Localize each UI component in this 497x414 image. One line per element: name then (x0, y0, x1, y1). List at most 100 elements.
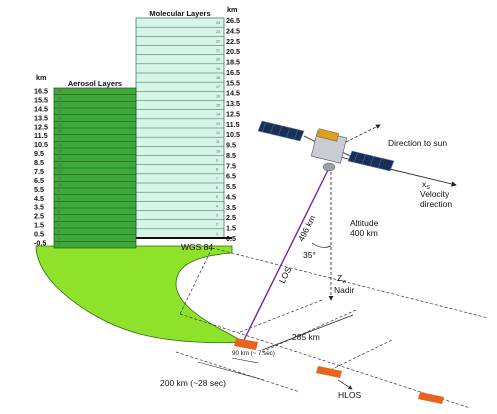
left-altitude-tick: 13.5 (34, 113, 48, 122)
aerosol-layer-number: 5 (58, 216, 60, 220)
molecular-layer-number: 21 (216, 48, 220, 52)
molecular-layer-number: 6 (216, 186, 218, 190)
altitude-label-line1: Altitude (350, 218, 379, 228)
aerosol-layer-number: 8 (58, 196, 60, 200)
satellite-icon (257, 120, 395, 172)
aerosol-layer-boundaries (54, 94, 136, 242)
right-altitude-tick: 20.5 (226, 47, 240, 56)
left-axis-km-unit: km (36, 73, 46, 82)
aerosol-layer-number: 17 (58, 136, 62, 140)
molecular-layer-number: 11 (216, 140, 220, 144)
molecular-layer-number: 15 (216, 103, 220, 107)
repeat-distance-label: 200 km (~28 sec) (160, 378, 226, 388)
aerosol-layers-heading: Aerosol Layers (68, 79, 122, 88)
left-altitude-tick: 12.5 (34, 122, 48, 131)
nadir-label: Nadir (334, 285, 354, 295)
molecular-layer-number: 4 (216, 204, 218, 208)
right-altitude-tick: 3.5 (226, 203, 236, 212)
direction-to-sun-arrow (345, 124, 381, 143)
velocity-axis-label: xS (422, 179, 430, 191)
right-altitude-tick: 1.5 (226, 224, 236, 233)
left-altitude-tick: 3.5 (34, 203, 44, 212)
wgs84-label: WGS 84 (181, 242, 213, 252)
left-altitude-tick: 10.5 (34, 140, 48, 149)
molecular-layer-number: 2 (216, 223, 218, 227)
molecular-layer-number: 7 (216, 177, 218, 181)
molecular-layer-number: 18 (216, 76, 220, 80)
left-altitude-scale: 16.515.514.513.512.511.510.59.58.57.56.5… (34, 87, 48, 248)
right-altitude-scale: 26.524.522.520.518.516.515.514.513.512.5… (226, 16, 240, 243)
measurement-length-dimension (231, 357, 259, 364)
aerosol-layer-number: 7 (58, 203, 60, 207)
aerosol-layer-number: 15 (58, 150, 62, 154)
left-altitude-tick: 15.5 (34, 95, 48, 104)
aerosol-layer-number: 24 (58, 90, 62, 94)
right-altitude-tick: 9.5 (226, 141, 236, 150)
left-altitude-tick: 16.5 (34, 87, 48, 96)
molecular-layer-number: 20 (216, 58, 220, 62)
hlos-arrow (337, 379, 353, 390)
molecular-layer-number: 9 (216, 158, 218, 162)
ground-offset-dimension (261, 314, 354, 351)
aerosol-layer-number: 11 (58, 176, 62, 180)
measurement-footprint-1 (234, 338, 258, 350)
left-altitude-tick: 0.5 (34, 230, 44, 239)
ground-offset-label: 285 km (292, 332, 320, 342)
molecular-layer-number: 23 (216, 30, 220, 34)
left-altitude-tick: 14.5 (34, 104, 48, 113)
aerosol-layer-number: 3 (58, 230, 60, 234)
right-altitude-tick: 22.5 (226, 37, 240, 46)
aerosol-layer-number: 12 (58, 170, 62, 174)
ground-plane-grid (175, 247, 489, 409)
angle-label: 35° (303, 250, 316, 260)
right-altitude-tick: 5.5 (226, 182, 236, 191)
aerosol-layer-number: 19 (58, 123, 62, 127)
direction-to-sun-label: Direction to sun (388, 138, 447, 148)
left-altitude-tick: -0.5 (34, 239, 46, 248)
z-axis-label: Zw (337, 273, 346, 285)
aerosol-layer-number: 20 (58, 116, 62, 120)
left-altitude-tick: 5.5 (34, 185, 44, 194)
molecular-layer-number: 8 (216, 168, 218, 172)
aerosol-layer-number: 4 (58, 223, 60, 227)
hlos-label: HLOS (338, 390, 361, 400)
aerosol-layer-number: 16 (58, 143, 62, 147)
molecular-layer-number: 1 (216, 232, 218, 236)
repeat-distance-dimension (197, 361, 265, 381)
right-altitude-tick: 6.5 (226, 172, 236, 181)
line-of-sight (242, 169, 329, 343)
aerosol-layer-number: 1 (58, 243, 60, 247)
altitude-label-line2: 400 km (350, 228, 378, 238)
aerosol-layer-number: 21 (58, 110, 62, 114)
right-axis-km-unit: km (227, 5, 237, 14)
left-altitude-tick: 7.5 (34, 167, 44, 176)
right-altitude-tick: 24.5 (226, 26, 240, 35)
molecular-layer-number: 17 (216, 85, 220, 89)
aerosol-layer-number: 18 (58, 130, 62, 134)
aerosol-layer-number: 14 (58, 156, 62, 160)
aerosol-layer-number: 6 (58, 210, 60, 214)
left-altitude-tick: 1.5 (34, 221, 44, 230)
left-altitude-tick: 9.5 (34, 149, 44, 158)
left-altitude-tick: 8.5 (34, 158, 44, 167)
angle-arc (311, 242, 332, 248)
molecular-layer-number: 10 (216, 149, 220, 153)
left-altitude-tick: 6.5 (34, 176, 44, 185)
aerosol-layer-number: 22 (58, 103, 62, 107)
right-altitude-tick: 7.5 (226, 161, 236, 170)
aerosol-layer-number: 13 (58, 163, 62, 167)
molecular-layer-number: 13 (216, 122, 220, 126)
right-altitude-tick: 15.5 (226, 78, 240, 87)
right-altitude-tick: 8.5 (226, 151, 236, 160)
earth-surface-region (35, 245, 246, 344)
right-altitude-tick: 16.5 (226, 68, 240, 77)
measurement-length-label: 90 km (~ 7 sec) (232, 350, 275, 357)
molecular-layer-number: 22 (216, 39, 220, 43)
velocity-direction-label-line1: Velocity (420, 189, 450, 199)
aerosol-layer-number: 23 (58, 96, 62, 100)
measurement-footprint-2 (316, 366, 342, 378)
molecular-layer-boundaries (136, 26, 224, 230)
right-altitude-tick: 0.5 (226, 234, 236, 243)
